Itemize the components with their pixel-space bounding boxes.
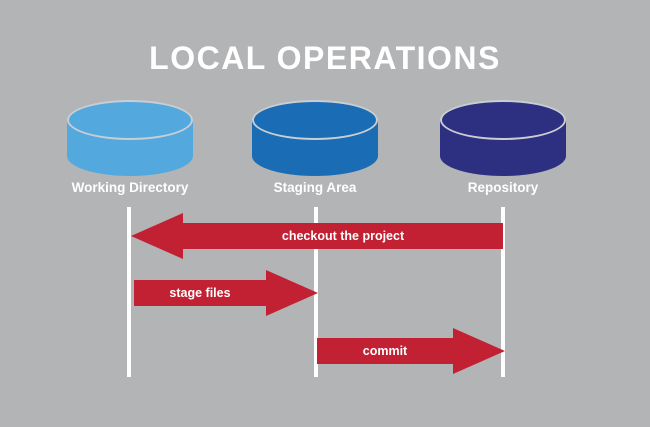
arrow-label: checkout the project — [281, 229, 405, 243]
arrow-checkout-the-project: checkout the project — [131, 213, 503, 259]
arrow-body: commit — [317, 338, 453, 364]
cylinder-top — [440, 100, 566, 140]
page-title: LOCAL OPERATIONS — [149, 40, 501, 76]
arrow-head-left-icon — [131, 213, 183, 259]
node-label-staging-area: Staging Area — [273, 180, 357, 195]
arrow-label: stage files — [169, 286, 231, 300]
arrow-head-right-icon — [266, 270, 318, 316]
arrow-commit: commit — [317, 328, 505, 374]
database-cylinder-icon-working-directory — [67, 100, 193, 178]
lane-line-repository — [501, 207, 505, 377]
node-label-repository: Repository — [467, 180, 539, 195]
arrow-body: stage files — [134, 280, 266, 306]
arrow-stage-files: stage files — [134, 270, 318, 316]
arrow-head-right-icon — [453, 328, 505, 374]
database-cylinder-icon-staging-area — [252, 100, 378, 178]
database-cylinder-icon-repository — [440, 100, 566, 178]
arrow-body: checkout the project — [183, 223, 503, 249]
cylinder-top — [252, 100, 378, 140]
cylinder-top — [67, 100, 193, 140]
lane-line-working-directory — [127, 207, 131, 377]
node-label-working-directory: Working Directory — [71, 180, 189, 195]
arrow-label: commit — [362, 344, 408, 358]
